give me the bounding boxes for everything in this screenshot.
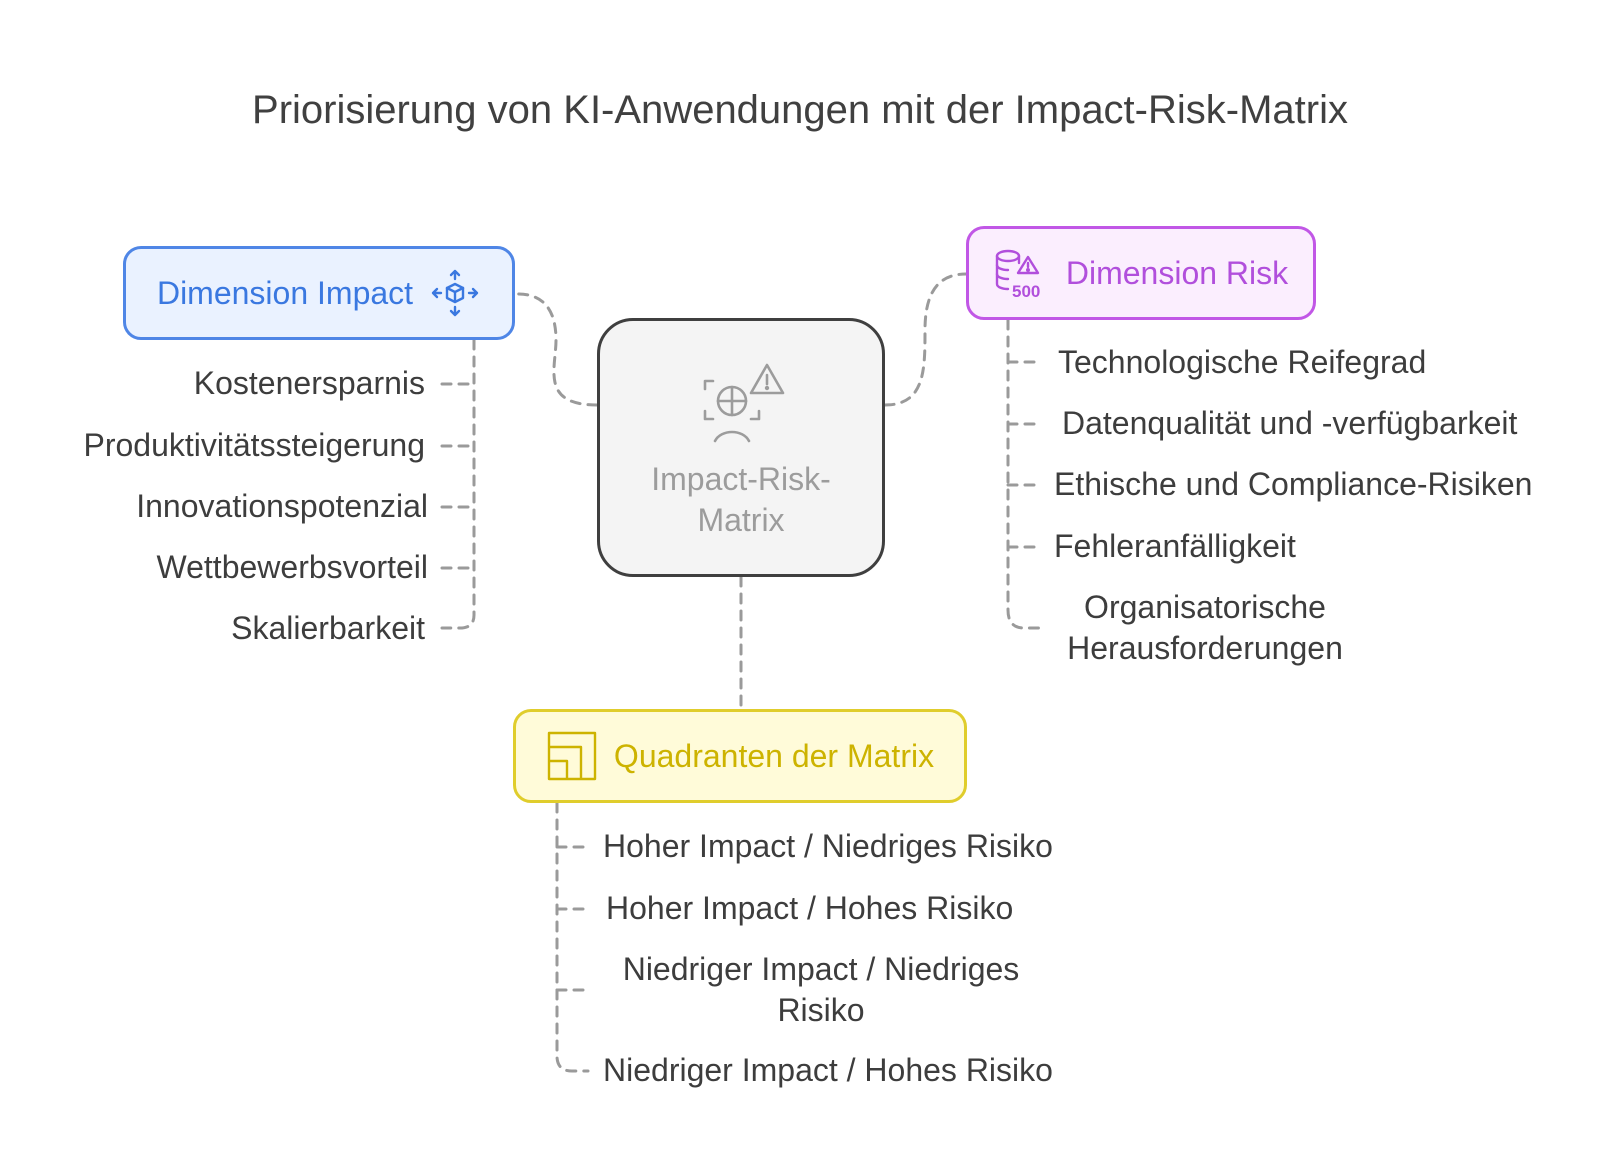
impact-risk-matrix-node: Impact-Risk-Matrix (597, 318, 885, 577)
dimension-risk-label: Dimension Risk (1065, 254, 1289, 291)
quadranten-node: Quadranten der Matrix (513, 709, 967, 803)
quadrant-item: Niedriger Impact / Hohes Risiko (603, 1052, 1053, 1088)
quadrant-item: Niedriger Impact / Niedriges Risiko (622, 951, 1020, 1028)
dimension-impact-label: Dimension Impact (156, 274, 414, 311)
quadranten-label: Quadranten der Matrix (613, 737, 935, 774)
center-label: Impact-Risk-Matrix (651, 461, 831, 538)
quadrant-layout-icon (546, 730, 598, 782)
dimension-risk-node: 500 Dimension Risk (966, 226, 1316, 320)
database-warning-500-icon: 500 (994, 247, 1050, 299)
dimension-impact-node: Dimension Impact (123, 246, 515, 340)
svg-text:500: 500 (1012, 282, 1040, 299)
risk-item: Fehleranfälligkeit (1054, 528, 1296, 564)
risk-item: Technologische Reifegrad (1058, 344, 1427, 380)
cube-move-icon (429, 267, 481, 319)
risk-item: Datenqualität und -verfügbarkeit (1062, 405, 1518, 441)
impact-item: Produktivitätssteigerung (83, 427, 425, 463)
diagram-title: Priorisierung von KI-Anwendungen mit der… (252, 88, 1348, 132)
face-scan-warning-icon (691, 361, 791, 447)
impact-item: Skalierbarkeit (231, 610, 425, 646)
quadrant-item: Hoher Impact / Hohes Risiko (606, 890, 1014, 926)
impact-item: Wettbewerbsvorteil (156, 549, 428, 585)
quadrant-item: Hoher Impact / Niedriges Risiko (603, 828, 1053, 864)
impact-item: Kostenersparnis (193, 365, 425, 401)
risk-item: Organisatorische Herausforderungen (1067, 589, 1343, 666)
risk-item: Ethische und Compliance-Risiken (1054, 466, 1533, 502)
impact-item: Innovationspotenzial (136, 488, 428, 524)
